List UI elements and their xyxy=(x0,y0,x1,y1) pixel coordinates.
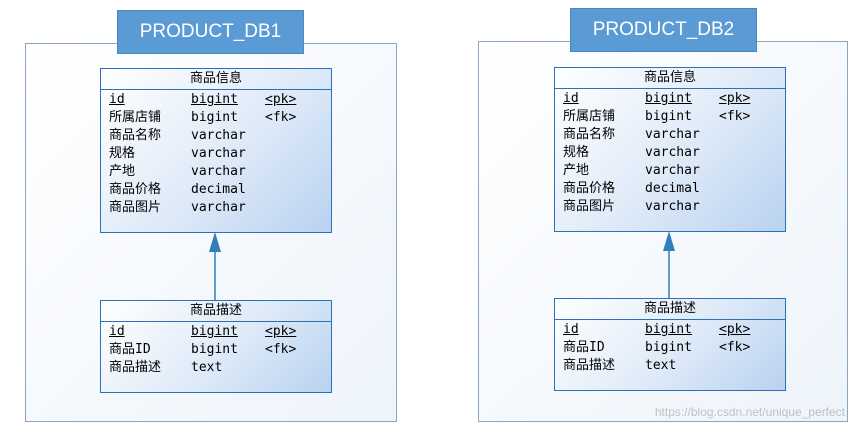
table-row: id bigint <pk> xyxy=(109,323,323,341)
column-type: text xyxy=(191,360,223,375)
column-type: decimal xyxy=(191,182,246,197)
table-row: 商品ID bigint <fk> xyxy=(563,339,777,357)
column-type: varchar xyxy=(191,164,246,179)
table-row: 商品名称 varchar xyxy=(109,127,323,145)
db1-table-product-info[interactable]: 商品信息 id bigint <pk> 所属店铺 bigint <fk> 商品名称 varch… xyxy=(100,68,332,233)
table-row: 商品ID bigint <fk> xyxy=(109,341,323,359)
column-name: id xyxy=(563,91,579,106)
table-row: 规格 varchar xyxy=(563,144,777,162)
column-name: 规格 xyxy=(109,146,136,161)
column-type: bigint xyxy=(191,324,238,339)
column-name: id xyxy=(109,324,125,339)
column-type: text xyxy=(645,358,677,373)
column-name: id xyxy=(563,322,579,337)
column-name: 商品图片 xyxy=(563,199,616,214)
table-title: 商品信息 xyxy=(555,68,785,89)
column-type: decimal xyxy=(645,181,700,196)
table-row: 商品价格 decimal xyxy=(563,180,777,198)
table-rows: id bigint <pk> 商品ID bigint <fk> 商品描述 text xyxy=(101,322,331,377)
table-row: 商品价格 decimal xyxy=(109,181,323,199)
column-key: <fk> xyxy=(265,342,297,357)
db1-table-product-desc[interactable]: 商品描述 id bigint <pk> 商品ID bigint <fk> 商品描述 text xyxy=(100,300,332,393)
table-row: 所属店铺 bigint <fk> xyxy=(109,109,323,127)
relationship-arrow-icon xyxy=(663,231,675,251)
watermark: https://blog.csdn.net/unique_perfect xyxy=(654,405,845,419)
column-name: 商品描述 xyxy=(109,360,162,375)
column-key: <fk> xyxy=(265,110,297,125)
column-type: varchar xyxy=(645,145,700,160)
table-row: id bigint <pk> xyxy=(563,321,777,339)
table-row: 规格 varchar xyxy=(109,145,323,163)
column-type: varchar xyxy=(191,146,246,161)
table-row: 产地 varchar xyxy=(563,162,777,180)
column-name: 所属店铺 xyxy=(563,109,616,124)
column-name: 商品ID xyxy=(109,342,151,357)
column-name: 规格 xyxy=(563,145,590,160)
table-rows: id bigint <pk> 所属店铺 bigint <fk> 商品名称 varchar 规格 v… xyxy=(101,90,331,217)
column-name: 商品名称 xyxy=(109,128,162,143)
column-type: bigint xyxy=(191,342,238,357)
column-type: bigint xyxy=(191,110,238,125)
db2-title: PRODUCT_DB2 xyxy=(570,8,757,52)
table-row: 商品描述 text xyxy=(109,359,323,377)
table-rows: id bigint <pk> 所属店铺 bigint <fk> 商品名称 varchar 规格 v… xyxy=(555,89,785,216)
table-row: id bigint <pk> xyxy=(563,90,777,108)
column-name: 所属店铺 xyxy=(109,110,162,125)
column-type: varchar xyxy=(645,127,700,142)
column-name: 商品价格 xyxy=(109,182,162,197)
column-name: 产地 xyxy=(563,163,590,178)
table-rows: id bigint <pk> 商品ID bigint <fk> 商品描述 text xyxy=(555,320,785,375)
column-name: 商品描述 xyxy=(563,358,616,373)
table-row: 商品图片 varchar xyxy=(563,198,777,216)
table-title: 商品描述 xyxy=(555,299,785,320)
column-key: <pk> xyxy=(719,322,751,337)
column-key: <fk> xyxy=(719,340,751,355)
column-type: bigint xyxy=(191,92,238,107)
table-title: 商品描述 xyxy=(101,301,331,322)
column-name: 商品名称 xyxy=(563,127,616,142)
table-row: 商品图片 varchar xyxy=(109,199,323,217)
column-name: id xyxy=(109,92,125,107)
table-row: 商品名称 varchar xyxy=(563,126,777,144)
column-type: bigint xyxy=(645,322,692,337)
column-type: bigint xyxy=(645,109,692,124)
column-type: varchar xyxy=(191,128,246,143)
column-name: 商品ID xyxy=(563,340,605,355)
relationship-arrow-icon xyxy=(209,232,221,252)
column-key: <pk> xyxy=(719,91,751,106)
column-key: <pk> xyxy=(265,92,297,107)
table-row: 所属店铺 bigint <fk> xyxy=(563,108,777,126)
column-type: bigint xyxy=(645,91,692,106)
column-type: varchar xyxy=(645,199,700,214)
db2-table-product-info[interactable]: 商品信息 id bigint <pk> 所属店铺 bigint <fk> 商品名称 varch… xyxy=(554,67,786,232)
column-type: bigint xyxy=(645,340,692,355)
table-row: 产地 varchar xyxy=(109,163,323,181)
column-key: <pk> xyxy=(265,324,297,339)
column-name: 产地 xyxy=(109,164,136,179)
table-title: 商品信息 xyxy=(101,69,331,90)
column-type: varchar xyxy=(191,200,246,215)
column-name: 商品价格 xyxy=(563,181,616,196)
table-row: 商品描述 text xyxy=(563,357,777,375)
db2-table-product-desc[interactable]: 商品描述 id bigint <pk> 商品ID bigint <fk> 商品描述 text xyxy=(554,298,786,391)
column-key: <fk> xyxy=(719,109,751,124)
column-name: 商品图片 xyxy=(109,200,162,215)
table-row: id bigint <pk> xyxy=(109,91,323,109)
column-type: varchar xyxy=(645,163,700,178)
db1-title: PRODUCT_DB1 xyxy=(117,10,304,54)
